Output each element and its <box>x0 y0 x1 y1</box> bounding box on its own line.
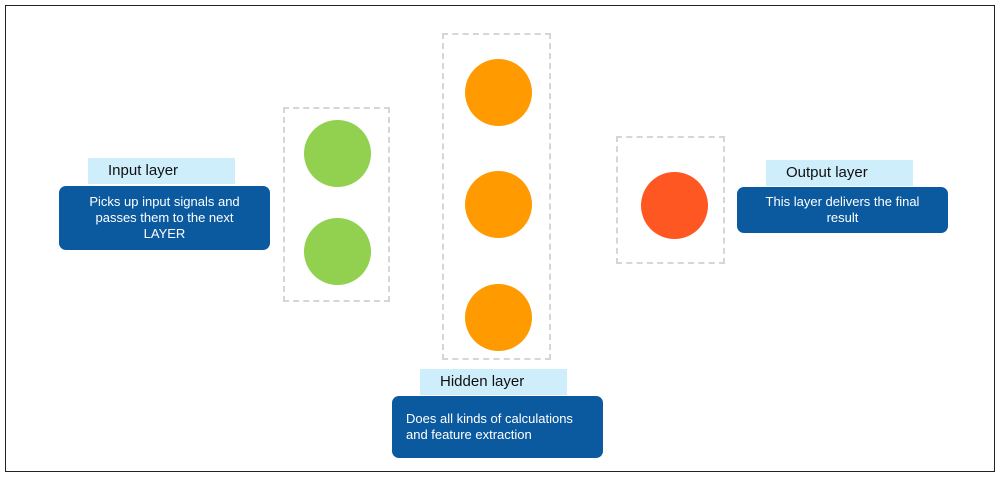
output-layer-label: Output layer <box>766 160 913 186</box>
input-node-2 <box>304 218 371 285</box>
output-node <box>641 172 708 239</box>
output-layer-box <box>616 136 725 264</box>
hidden-node-2 <box>465 171 532 238</box>
input-layer-box <box>283 107 390 302</box>
input-layer-description: Picks up input signals and passes them t… <box>59 186 270 250</box>
input-node-1 <box>304 120 371 187</box>
hidden-node-1 <box>465 59 532 126</box>
output-layer-description: This layer delivers the final result <box>737 187 948 233</box>
hidden-layer-label: Hidden layer <box>420 369 567 395</box>
hidden-node-3 <box>465 284 532 351</box>
hidden-layer-description: Does all kinds of calculations and featu… <box>392 396 603 458</box>
hidden-layer-box <box>442 33 551 360</box>
input-layer-label: Input layer <box>88 158 235 184</box>
